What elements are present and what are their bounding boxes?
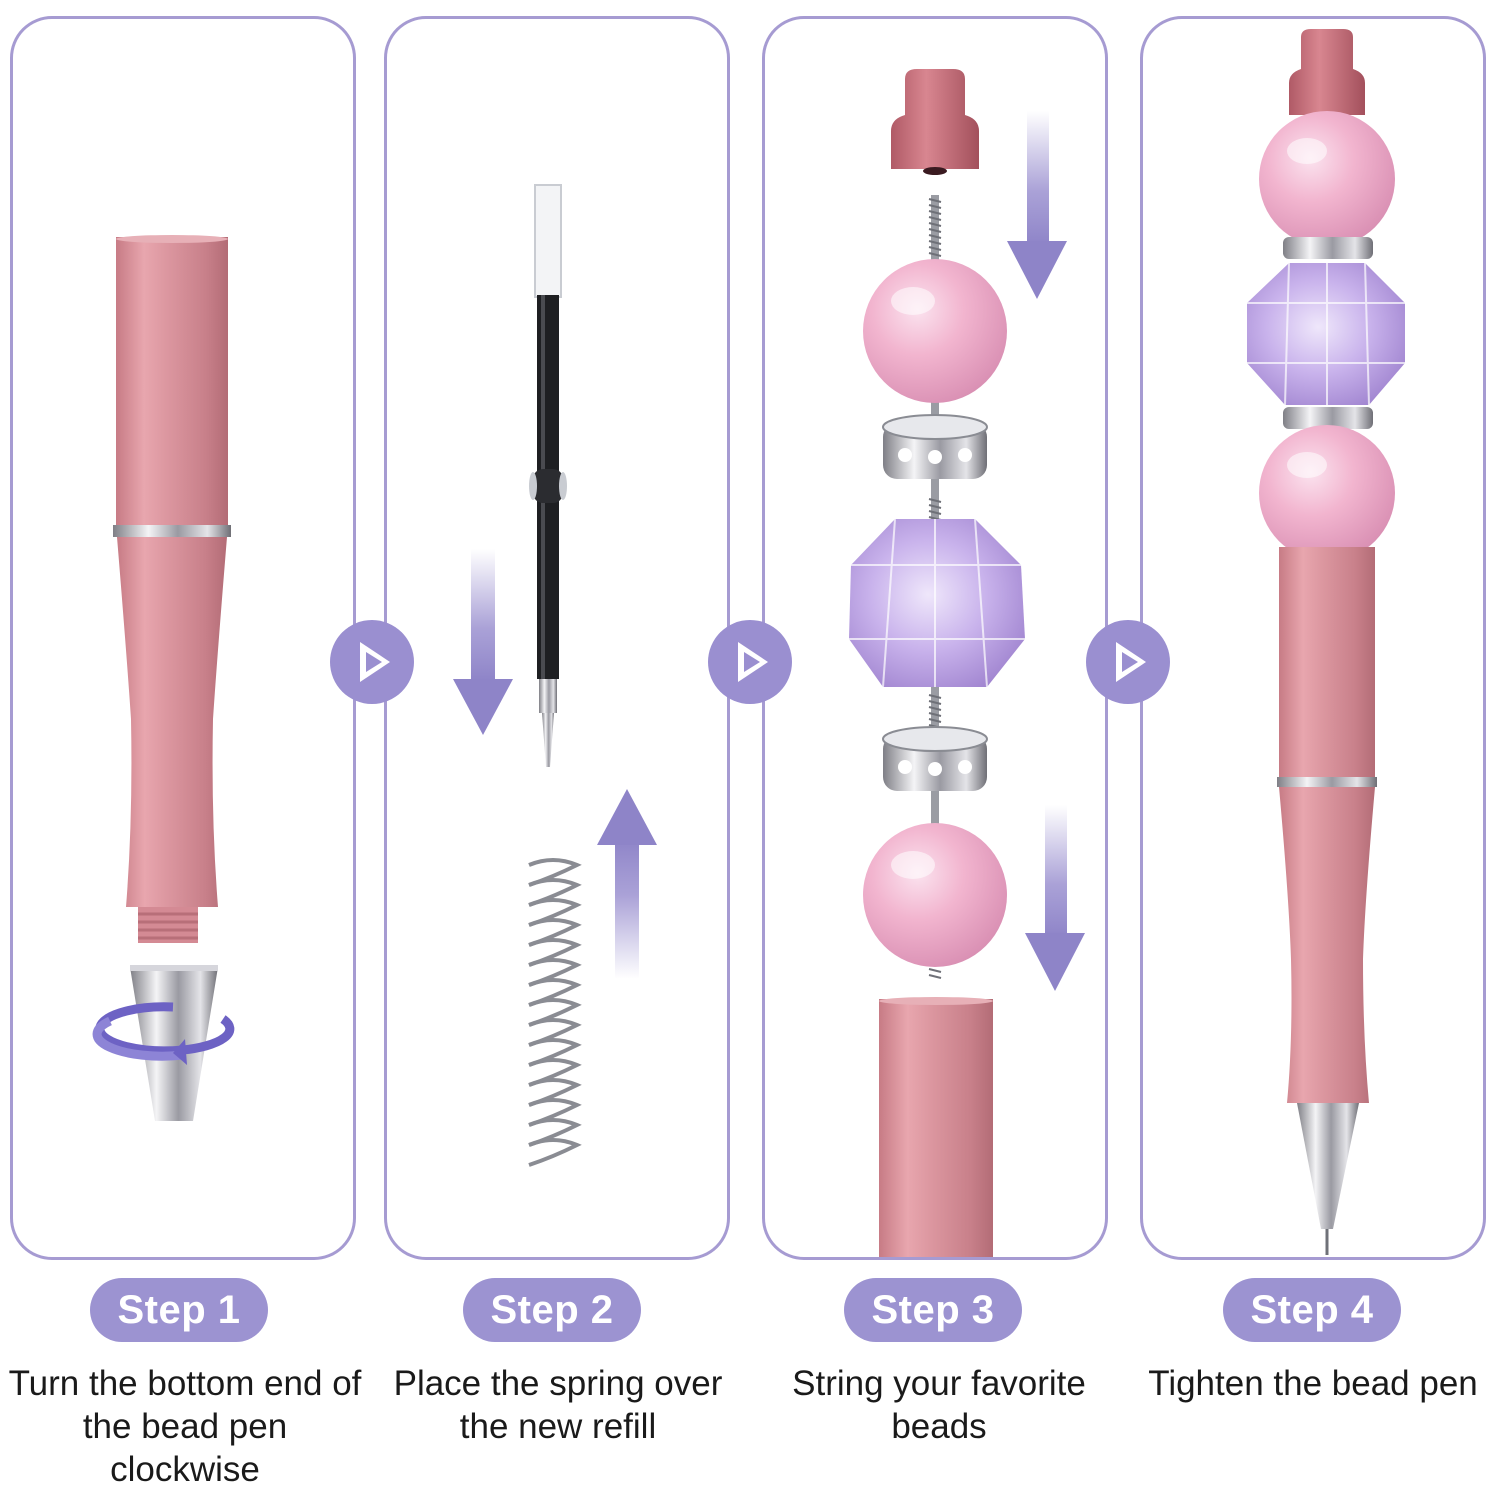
spring-icon	[528, 858, 582, 1167]
ink-refill-and-spring-icon	[528, 184, 582, 1167]
step-4-panel	[1140, 16, 1486, 1260]
step-3-description: String your favorite beads	[792, 1364, 1086, 1446]
chevron-right-icon	[360, 642, 390, 682]
step-1-description: Turn the bottom end of the bead pen cloc…	[8, 1364, 362, 1489]
next-step-button[interactable]	[330, 620, 414, 704]
step-3-panel	[762, 16, 1108, 1260]
rondelle-spacer	[882, 726, 988, 791]
step-4-description: Tighten the bead pen	[1148, 1364, 1478, 1403]
up-down-arrows-icon	[453, 549, 657, 979]
assembled-bead-pen-icon	[1247, 29, 1405, 1255]
rotate-clockwise-icon	[92, 1002, 235, 1065]
next-step-button[interactable]	[1086, 620, 1170, 704]
step-2-panel	[384, 16, 730, 1260]
pen-barrel-and-tip-icon	[113, 235, 231, 1121]
step-3-badge: Step 3	[844, 1278, 1022, 1342]
rondelle-spacer	[882, 414, 988, 479]
step-1-panel	[10, 16, 356, 1260]
step-2-badge: Step 2	[463, 1278, 641, 1342]
down-arrows-icon	[1007, 111, 1085, 991]
beads-on-rod-icon	[849, 69, 1025, 1257]
step-1-badge: Step 1	[90, 1278, 268, 1342]
chevron-right-icon	[1116, 642, 1146, 682]
next-step-button[interactable]	[708, 620, 792, 704]
step-4-badge: Step 4	[1223, 1278, 1401, 1342]
chevron-right-icon	[738, 642, 768, 682]
crystal-bead	[849, 518, 1025, 688]
step-2-description: Place the spring over the new refill	[393, 1364, 723, 1446]
